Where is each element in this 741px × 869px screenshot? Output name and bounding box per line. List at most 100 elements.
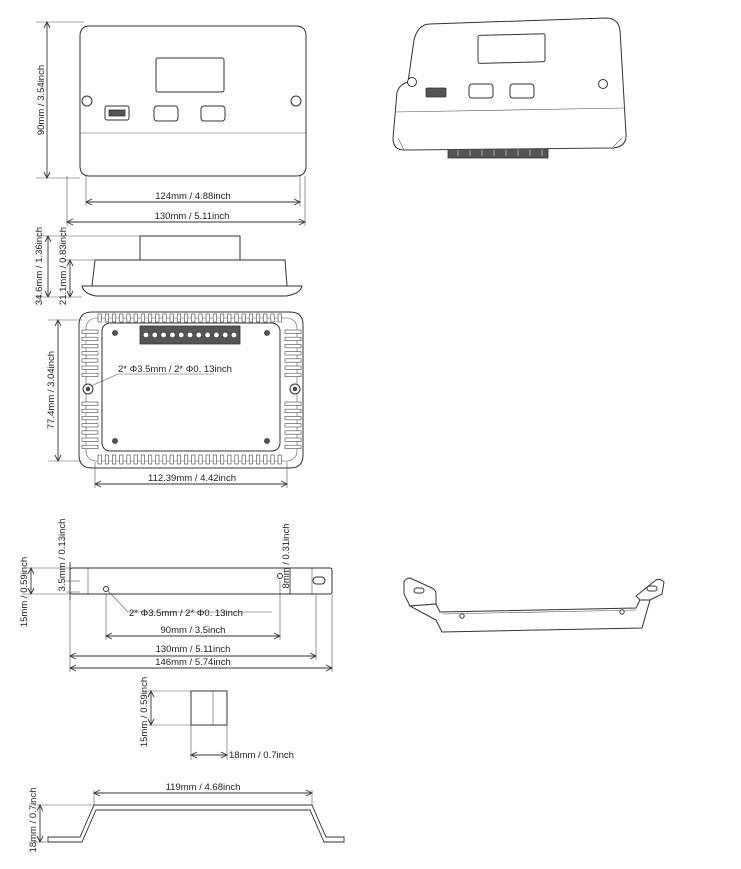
bracket-left-hole-icon [103, 586, 109, 592]
bracket-profile-outline [47, 804, 345, 843]
cooling-fins-right [284, 329, 302, 449]
cooling-fin [81, 344, 99, 349]
cooling-fin [81, 351, 99, 356]
cooling-fin [263, 313, 268, 323]
front-right-screw-icon [290, 95, 302, 107]
cooling-fin [148, 313, 153, 323]
cooling-fin [284, 336, 302, 341]
cooling-fin [176, 454, 181, 465]
cooling-fin [140, 454, 145, 465]
cooling-fin [284, 329, 302, 334]
front-inner-width-label: 124mm / 4.88inch [155, 191, 231, 202]
cooling-fin [284, 444, 302, 449]
terminal-pin [230, 331, 238, 339]
cooling-fin [248, 454, 253, 465]
back-mount-screw-tl [112, 330, 118, 336]
cooling-fin [205, 313, 210, 323]
bracket-plate [69, 567, 333, 595]
front-view: 90mm / 3.54inch 124mm / 4.88inch 130mm /… [36, 20, 307, 226]
terminal-pin [213, 331, 220, 339]
cooling-fin [241, 454, 246, 465]
iso-bracket-slot-left-icon [413, 587, 425, 594]
cooling-fin [284, 358, 302, 363]
cooling-fin [263, 454, 268, 465]
iso-body-outline [392, 17, 627, 151]
iso-right-screw-icon [598, 79, 608, 89]
terminal-pin [160, 331, 167, 339]
cooling-fin [220, 454, 225, 465]
usb-port-slot [108, 109, 126, 117]
right-button [200, 105, 226, 122]
cooling-fin [81, 358, 99, 363]
cooling-fin [256, 454, 261, 465]
cooling-fin [184, 313, 189, 323]
left-button [153, 105, 179, 122]
side-view: 34.6mm / 1.36inch 21.1mm / 0.83inch [34, 227, 303, 305]
iso-bracket-hole-right-icon [619, 609, 625, 615]
cooling-fin [212, 454, 217, 465]
cooling-fin [148, 454, 153, 465]
cooling-fin [112, 313, 117, 323]
cooling-fin [81, 423, 99, 428]
terminal-pin [222, 331, 229, 339]
cooling-fin [162, 454, 167, 465]
bracket-slot-icon [312, 576, 326, 585]
cooling-fin [284, 365, 302, 370]
cooling-fin [104, 454, 109, 465]
cooling-fin [155, 313, 160, 323]
cooling-fin [81, 430, 99, 435]
cooling-fin [270, 454, 275, 465]
cooling-fin [169, 313, 174, 323]
cooling-fin [133, 313, 138, 323]
cooling-fin [277, 454, 282, 465]
cooling-fin [220, 313, 225, 323]
front-left-screw-icon [81, 95, 93, 107]
tab-height-label: 15mm / 0.59inch [139, 677, 150, 747]
side-total-depth-label: 34.6mm / 1.36inch [34, 227, 45, 305]
bracket-height-label: 15mm / 0.59inch [19, 557, 30, 627]
terminal-pins [142, 331, 238, 339]
cooling-fin [184, 454, 189, 465]
cooling-fin [81, 401, 99, 406]
cooling-fin [81, 444, 99, 449]
cooling-fin [248, 313, 253, 323]
cooling-fin [81, 372, 99, 377]
cooling-fin [284, 344, 302, 349]
cooling-fin [234, 313, 239, 323]
cooling-fin [81, 365, 99, 370]
side-front-body [91, 259, 288, 287]
iso-left-screw-icon [407, 77, 417, 87]
iso-bracket-hole-left-icon [459, 613, 465, 619]
cooling-fin [284, 416, 302, 421]
cooling-fin [81, 416, 99, 421]
iso-right-button [509, 83, 535, 99]
cooling-fin [227, 454, 232, 465]
bracket-length-label: 146mm / 5.74inch [155, 657, 231, 668]
cooling-fin [284, 351, 302, 356]
cooling-fin [97, 454, 102, 465]
bracket-end-tab-view: 15mm / 0.59inch 18mm / 0.7inch [139, 677, 294, 761]
bracket-right-hole-icon [277, 573, 283, 579]
bracket-top-view: 2* Φ3.5mm / 2* Φ0. 13inch 15mm / 0.59inc… [19, 519, 334, 672]
iso-bracket-slot-right-icon [646, 585, 658, 592]
bracket-hole-dia-label: 3.5mm / 0.13inch [57, 519, 68, 592]
cooling-fin [284, 401, 302, 406]
bracket-span-label: 130mm / 5.11inch [156, 644, 231, 655]
bracket-hole-note-label: 2* Φ3.5mm / 2* Φ0. 13inch [129, 608, 243, 619]
cooling-fin [241, 313, 246, 323]
bracket-iso-view [403, 577, 665, 633]
isometric-view [392, 17, 627, 159]
bracket-inner-length-label: 119mm / 4.68inch [166, 782, 241, 793]
cooling-fin [277, 313, 282, 323]
bracket-depth-label: 18mm / 0.7inch [28, 788, 39, 853]
cooling-fin [284, 430, 302, 435]
back-hole-note-label: 2* Φ3.5mm / 2* Φ0. 13inch [118, 364, 232, 375]
iso-display-window [477, 33, 546, 64]
iso-bracket-channel [408, 599, 651, 633]
back-view: 2* Φ3.5mm / 2* Φ0. 13inch 77.4mm / 3.04i… [46, 311, 304, 488]
cooling-fin [155, 454, 160, 465]
back-left-hole-center [85, 386, 91, 392]
bracket-slot-label: 8mm / 0.31inch [281, 524, 292, 589]
back-mount-screw-bl [112, 438, 118, 444]
